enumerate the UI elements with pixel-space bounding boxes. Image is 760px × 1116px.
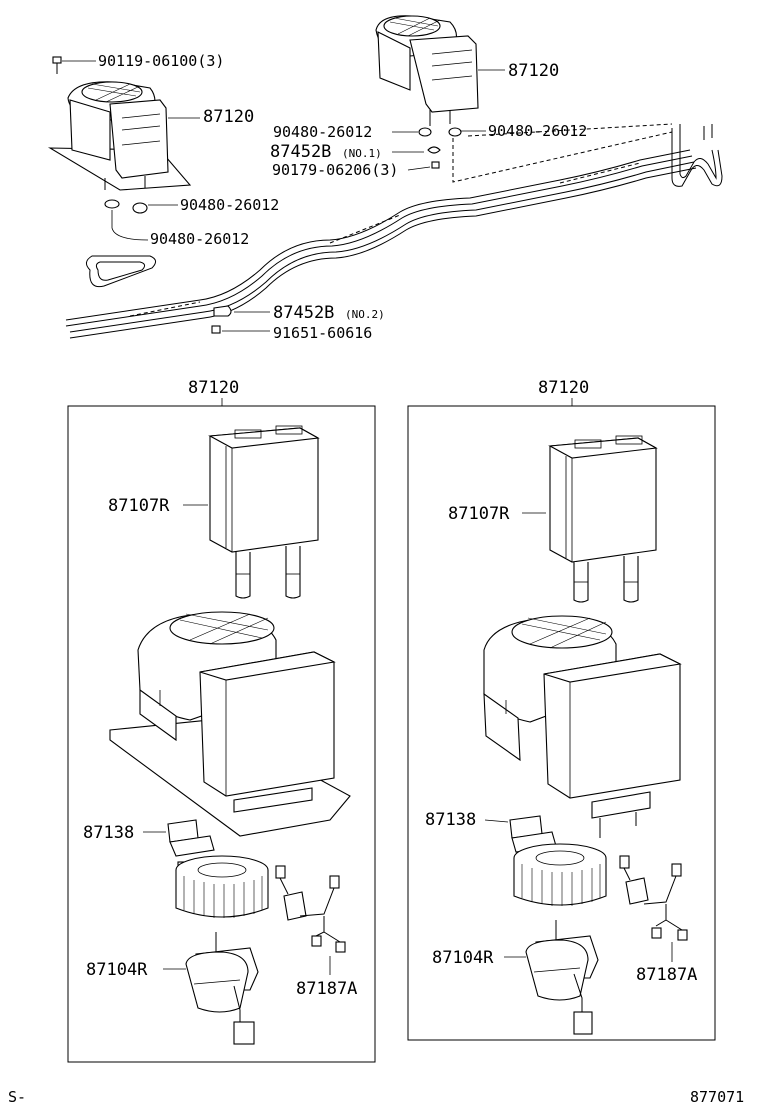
clamp-icon — [427, 146, 441, 154]
clamp-icon — [213, 305, 232, 317]
bottom-bolt-label: 91651-60616 — [273, 324, 372, 342]
right-motor-label: 87104R — [432, 948, 494, 968]
blower-case-icon — [109, 611, 351, 837]
clamp-no1-suffix: (NO.1) — [342, 147, 382, 160]
heater-core-icon — [208, 425, 320, 599]
left-box-title: 87120 — [188, 378, 239, 398]
footer-right-code: 877071 — [690, 1088, 744, 1106]
grommet-icon — [104, 199, 148, 214]
left-heater-core-label: 87107R — [108, 496, 170, 516]
wire-harness-icon — [275, 865, 346, 953]
left-bolt-label: 90119-06100(3) — [98, 52, 224, 70]
alignment-line — [452, 131, 673, 183]
leader-line — [407, 166, 431, 171]
pipe-icon — [65, 124, 723, 339]
heater-core-icon — [548, 435, 658, 603]
heater-unit-icon — [47, 81, 192, 191]
leader-line — [484, 819, 509, 823]
leader-line — [111, 210, 149, 241]
right-assembly-box — [407, 405, 716, 1041]
blower-fan-icon — [175, 855, 269, 918]
right-screw-label: 90179-06206(3) — [272, 161, 398, 179]
clamp-no2-label: 87452B — [273, 303, 334, 323]
right-resistor-label: 87138 — [425, 810, 476, 830]
clamp-no1-label: 87452B — [270, 142, 331, 162]
grommet-icon — [418, 127, 462, 137]
blower-case-icon — [483, 615, 682, 838]
footer-left-code: S- — [8, 1088, 26, 1106]
right-heater-core-label: 87107R — [448, 504, 510, 524]
blower-fan-icon — [513, 843, 607, 906]
left-grommet-b-label: 90480-26012 — [150, 230, 249, 248]
left-motor-label: 87104R — [86, 960, 148, 980]
right-unit-label: 87120 — [508, 61, 559, 81]
heater-unit-icon — [375, 15, 479, 126]
bolt-icon — [431, 161, 440, 169]
right-wire-label: 87187A — [636, 965, 697, 985]
blower-motor-icon — [185, 932, 259, 1045]
left-resistor-label: 87138 — [83, 823, 134, 843]
blower-motor-icon — [525, 920, 599, 1035]
wire-harness-icon — [619, 855, 688, 941]
left-assembly-box — [67, 405, 376, 1063]
right-grommet-a-label: 90480-26012 — [273, 123, 372, 141]
clamp-no2-suffix: (NO.2) — [345, 308, 385, 321]
alignment-line — [467, 123, 673, 137]
right-box-title: 87120 — [538, 378, 589, 398]
bolt-icon — [52, 56, 62, 74]
left-grommet-a-label: 90480-26012 — [180, 196, 279, 214]
right-grommet-b-label: 90480-26012 — [488, 122, 587, 140]
left-unit-label: 87120 — [203, 107, 254, 127]
bolt-icon — [211, 325, 221, 334]
left-wire-label: 87187A — [296, 979, 357, 999]
